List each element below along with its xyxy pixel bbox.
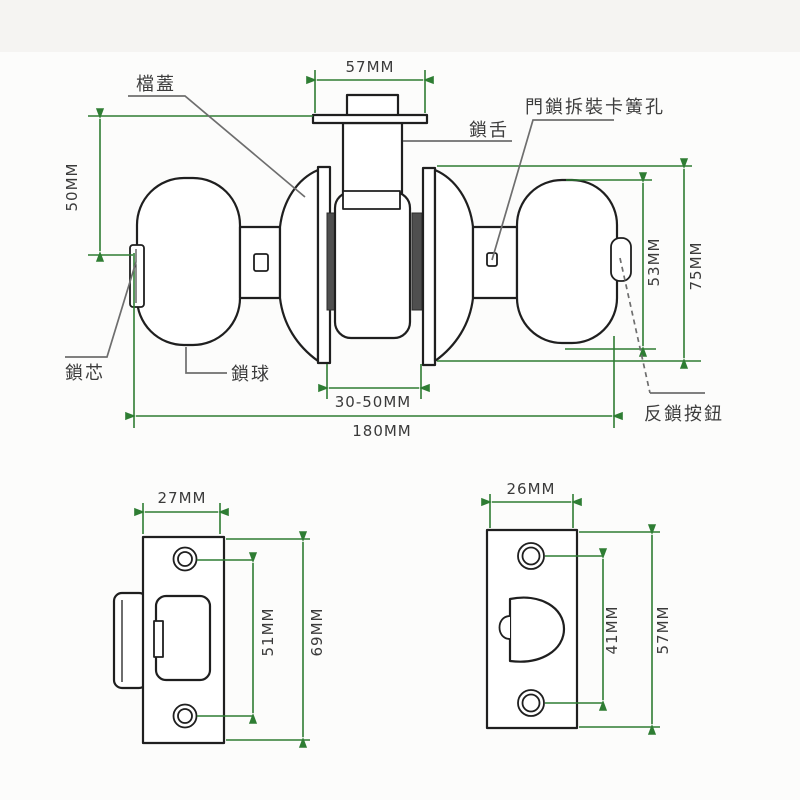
latch-case-cap: [342, 190, 401, 210]
left-neck-hole: [253, 253, 269, 272]
dimensions-top: 57MM 50MM 53MM 75MM 30-50MM 180MM: [63, 58, 705, 440]
latch-case: [333, 190, 412, 340]
knob-label: 鎖球: [231, 364, 271, 385]
dim-180-text: 180MM: [352, 422, 412, 440]
lockset-side-view: [129, 93, 632, 367]
strike-plate-view: 27MM 51MM 69MM: [112, 489, 326, 748]
dim-50-text: 50MM: [63, 163, 81, 212]
dim-26-text: 26MM: [507, 480, 556, 498]
dim-75-text: 75MM: [687, 242, 705, 291]
lock-button-label: 反鎖按鈕: [644, 404, 724, 425]
latch-faceplate-edge: [311, 113, 429, 125]
background-band: [0, 0, 800, 52]
right-knob: [515, 178, 619, 345]
cylinder-label: 鎖芯: [65, 363, 105, 384]
dim-3050-text: 30-50MM: [335, 393, 411, 411]
latch-plate-view: 26MM 41MM 57MM: [481, 480, 672, 735]
cover-leader: [128, 95, 306, 198]
latch-top-screw-hole-inner: [521, 546, 541, 566]
clip-hole-label: 門鎖拆裝卡簧孔: [525, 97, 665, 118]
dim-53-text: 53MM: [645, 238, 663, 287]
clip-hole-leader: [491, 119, 614, 261]
dim-51-text: 51MM: [259, 608, 277, 657]
knob-leader: [185, 347, 227, 374]
latch-bolt-tip: [345, 93, 400, 118]
strike-top-screw-hole-inner: [177, 551, 193, 567]
dim-57b-text: 57MM: [654, 606, 672, 655]
right-rose-bell: [433, 168, 475, 363]
dim-41-text: 41MM: [603, 606, 621, 655]
latch-bolt-front: [508, 596, 566, 663]
dim-27-text: 27MM: [158, 489, 207, 507]
strike-bottom-screw-hole-inner: [177, 708, 193, 724]
dim-57-text: 57MM: [346, 58, 395, 76]
callouts: 檔蓋 鎖舌 門鎖拆裝卡簧孔 鎖芯 鎖球 反鎖按鈕: [65, 74, 724, 425]
dim-69-text: 69MM: [308, 608, 326, 657]
right-rose-plate: [421, 166, 437, 367]
left-rose-bell: [278, 168, 320, 363]
latch-bottom-screw-hole-inner: [521, 693, 541, 713]
latch-label: 鎖舌: [469, 120, 509, 141]
left-knob: [135, 176, 242, 347]
latch-bolt-body: [341, 121, 404, 195]
strike-opening-notch: [153, 620, 164, 658]
cover-label: 檔蓋: [136, 74, 176, 95]
right-chassis-strip: [411, 212, 423, 311]
latch-bolt-bump: [498, 615, 511, 640]
cylinder-leader: [65, 261, 137, 358]
strike-latch-opening: [154, 594, 212, 682]
